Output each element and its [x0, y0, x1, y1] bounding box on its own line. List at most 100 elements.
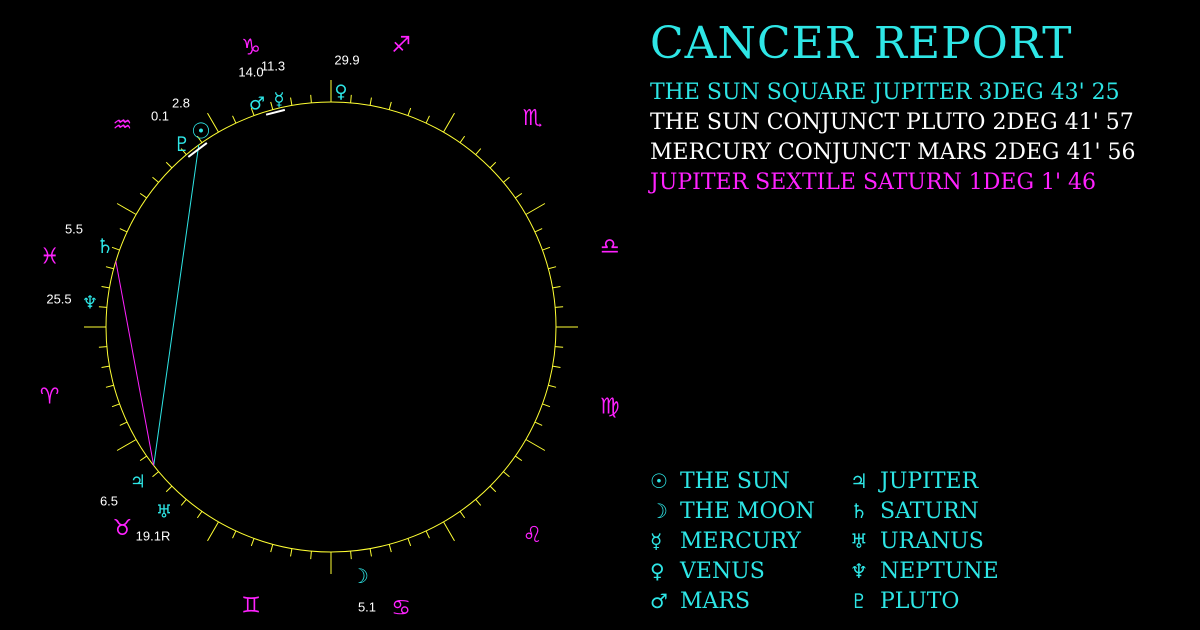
degree-tick: [459, 135, 466, 143]
degree-tick: [139, 192, 147, 199]
degree-tick: [555, 306, 564, 308]
legend-label: NEPTUNE: [880, 559, 999, 584]
degree-tick: [105, 266, 114, 270]
degree-tick: [116, 439, 137, 451]
degree-tick: [534, 421, 543, 426]
aspect-mercury-conjunct-mars: MERCURY CONJUNCT MARS 2DEG 41' 56: [650, 140, 1136, 165]
degree-tick: [407, 107, 412, 116]
conjunction-mark-sun: [187, 142, 208, 158]
degree-tick: [180, 499, 187, 506]
uranus-degree: 19.1R: [136, 529, 171, 544]
legend-item-mercury: ☿MERCURY: [650, 526, 801, 556]
pluto-icon: ♇: [173, 132, 191, 156]
legend-item-pluto: ♇PLUTO: [850, 586, 959, 616]
legend-item-sun: ☉THE SUN: [650, 466, 790, 496]
uranus-icon: ♅: [156, 502, 172, 523]
legend-item-neptune: ♆ NEPTUNE: [850, 556, 999, 586]
venus-icon: ♀: [650, 559, 665, 583]
legend-label: THE MOON: [680, 499, 815, 524]
venus-degree: 29.9: [334, 53, 359, 68]
degree-tick: [443, 112, 455, 133]
degree-tick: [290, 548, 293, 557]
degree-tick: [310, 551, 312, 560]
degree-tick: [534, 228, 543, 233]
degree-tick: [503, 176, 510, 183]
degree-tick: [180, 148, 187, 155]
degree-tick: [369, 97, 372, 106]
degree-tick: [232, 115, 237, 124]
report-title: CANCER REPORT: [650, 18, 1073, 69]
aspect-list: THE SUN SQUARE JUPITER 3DEG 43' 25 THE S…: [650, 78, 1136, 198]
degree-tick: [101, 286, 110, 289]
conjunction-marks: [187, 108, 286, 158]
legend-item-uranus: ♅URANUS: [850, 526, 984, 556]
taurus-icon: ♉: [113, 516, 133, 541]
moon-icon: ☽: [650, 499, 668, 523]
degree-tick: [250, 538, 255, 547]
leo-icon: ♌: [523, 523, 543, 548]
degree-tick: [443, 521, 455, 542]
degree-tick: [119, 421, 128, 426]
conjunction-mark-mercury: [265, 108, 286, 116]
saturn-icon: ♄: [850, 499, 868, 523]
degree-tick: [111, 246, 120, 251]
mars-icon: ♂: [249, 94, 265, 115]
scorpio-icon: ♏: [523, 106, 543, 131]
aries-icon: ♈: [40, 385, 60, 410]
sun-icon: ☉: [191, 120, 211, 145]
degree-tick: [98, 346, 107, 348]
virgo-icon: ♍: [600, 394, 620, 419]
degree-tick: [119, 228, 128, 233]
degree-tick: [548, 266, 557, 270]
capricorn-icon: ♑: [241, 36, 261, 61]
jupiter-icon: ♃: [130, 472, 146, 493]
legend-label: PLUTO: [880, 589, 960, 614]
degree-tick: [207, 112, 219, 133]
degree-tick: [111, 403, 120, 408]
degree-tick: [548, 384, 557, 388]
degree-tick: [310, 94, 312, 103]
degree-tick: [165, 161, 173, 169]
aquarius-icon: ♒: [113, 113, 133, 138]
degree-tick: [270, 101, 274, 110]
degree-tick: [101, 365, 110, 368]
degree-tick: [555, 346, 564, 348]
degree-tick: [232, 530, 237, 539]
degree-tick: [407, 538, 412, 547]
degree-tick: [369, 548, 372, 557]
degree-tick: [489, 485, 497, 493]
pisces-icon: ♓: [40, 244, 60, 269]
degree-tick: [270, 544, 274, 553]
degree-tick: [196, 135, 203, 143]
degree-tick: [552, 365, 561, 368]
degree-tick: [475, 148, 482, 155]
sun-icon: ☉: [650, 469, 668, 493]
wheel-circle: [105, 101, 557, 553]
legend-item-venus: ♀VENUS: [650, 556, 765, 586]
sagittarius-icon: ♐: [391, 33, 411, 58]
legend-item-mars: ♂MARS: [650, 586, 750, 616]
degree-tick: [503, 471, 510, 478]
legend-label: MERCURY: [680, 529, 801, 554]
jupiter-icon: ♃: [850, 469, 868, 493]
degree-tick: [152, 176, 159, 183]
legend-item-jupiter: ♃JUPITER: [850, 466, 978, 496]
degree-tick: [350, 94, 352, 103]
aspect-jupiter-sextile-saturn: JUPITER SEXTILE SATURN 1DEG 1' 46: [650, 170, 1097, 195]
degree-tick: [207, 521, 219, 542]
neptune-icon: ♆: [850, 559, 868, 583]
degree-tick: [139, 455, 147, 462]
degree-tick: [196, 511, 203, 519]
degree-tick: [489, 161, 497, 169]
degree-tick: [525, 439, 546, 451]
saturn-degree: 5.5: [65, 222, 83, 237]
neptune-degree: 25.5: [46, 292, 71, 307]
degree-tick: [475, 499, 482, 506]
saturn-icon: ♄: [96, 234, 114, 258]
jupiter-degree: 6.5: [100, 494, 118, 509]
degree-tick: [542, 246, 551, 251]
venus-icon: ♀: [334, 82, 347, 103]
legend-item-saturn: ♄SATURN: [850, 496, 979, 526]
degree-tick: [350, 551, 352, 560]
degree-tick: [152, 471, 159, 478]
